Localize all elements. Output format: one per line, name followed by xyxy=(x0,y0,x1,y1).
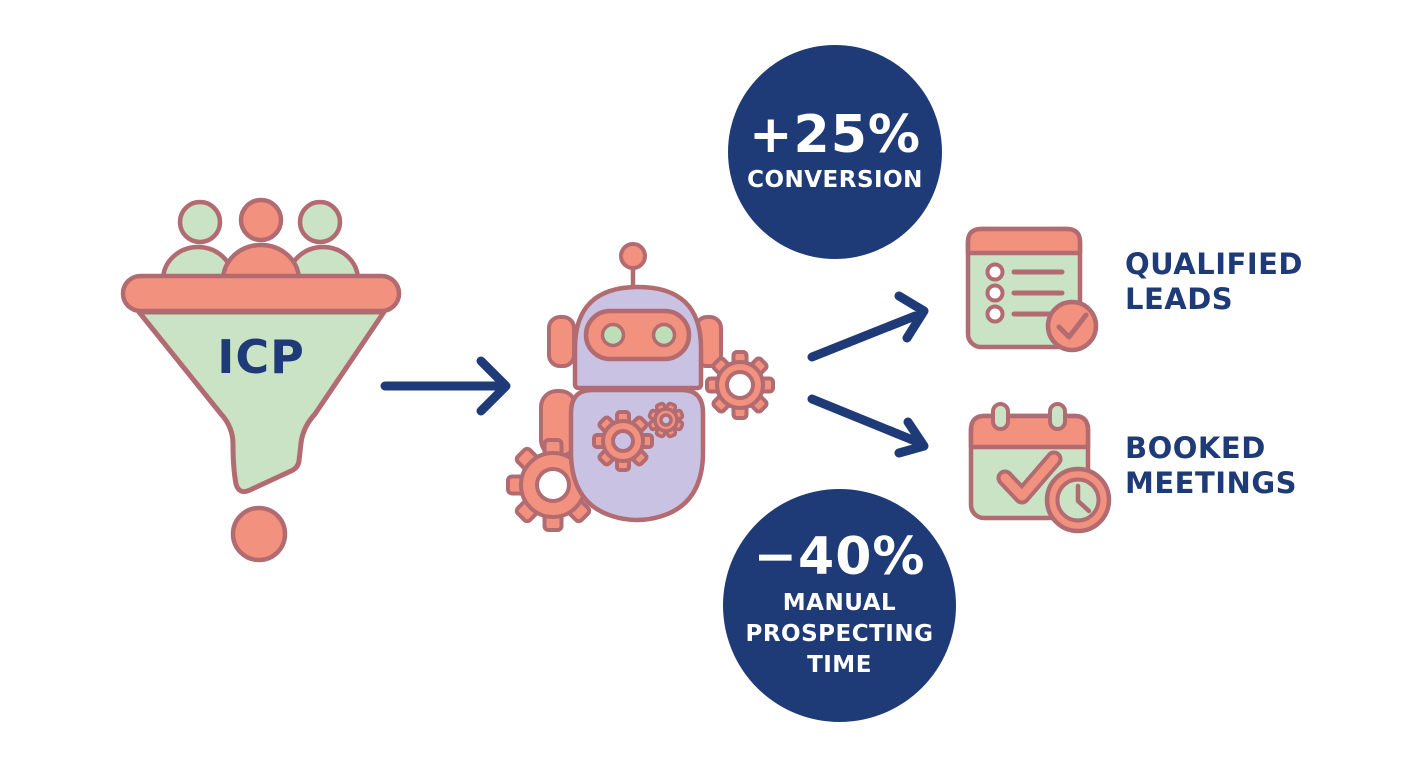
person-shoulders-center xyxy=(220,242,302,283)
checkmark-icon xyxy=(1056,312,1089,340)
conversion-badge: +25% CONVERSION xyxy=(728,45,942,259)
gear-small-icon xyxy=(647,401,685,439)
prospecting-badge: −40% MANUAL PROSPECTING TIME xyxy=(723,489,956,722)
gear-right-icon xyxy=(705,350,775,420)
calendar-header xyxy=(968,413,1091,450)
conversion-label: CONVERSION xyxy=(747,167,923,194)
calendar-ring-right xyxy=(1048,402,1067,431)
checklist-header xyxy=(965,226,1083,256)
funnel-rim xyxy=(120,273,402,314)
person-head-center xyxy=(238,197,284,243)
person-head-left xyxy=(177,199,223,245)
conversion-value: +25% xyxy=(748,104,922,165)
clock-icon xyxy=(1044,466,1112,534)
calendar-ring-left xyxy=(991,402,1010,431)
arrow-up-right-icon xyxy=(807,291,929,362)
clock-hands xyxy=(1075,483,1092,514)
gear-chest-icon xyxy=(592,410,654,472)
prospecting-value: −40% xyxy=(753,527,926,588)
checklist-icon xyxy=(965,226,1099,353)
qualified-leads-label: QUALIFIED LEADS xyxy=(1125,247,1304,317)
robot-icon xyxy=(506,242,775,532)
arrow-right-icon xyxy=(380,356,511,416)
booked-meetings-label: BOOKED MEETINGS xyxy=(1125,431,1298,501)
calendar-check-icon xyxy=(1000,454,1059,501)
checklist-rows xyxy=(985,262,1065,324)
person-head-right xyxy=(297,199,343,245)
check-circle-icon xyxy=(1045,299,1099,353)
funnel-cone xyxy=(136,309,387,494)
lead-drop-icon xyxy=(230,505,288,563)
people-icon xyxy=(160,197,361,283)
icp-funnel-icon xyxy=(120,197,402,563)
robot-eye-left xyxy=(600,322,626,348)
robot-ear-left xyxy=(547,315,576,368)
prospecting-label: MANUAL PROSPECTING TIME xyxy=(745,589,934,678)
calendar-icon xyxy=(968,402,1112,534)
funnel-label: ICP xyxy=(217,330,305,384)
antenna-ball-icon xyxy=(619,242,647,270)
arrow-down-right-icon xyxy=(807,394,929,458)
robot-eye-right xyxy=(651,322,677,348)
